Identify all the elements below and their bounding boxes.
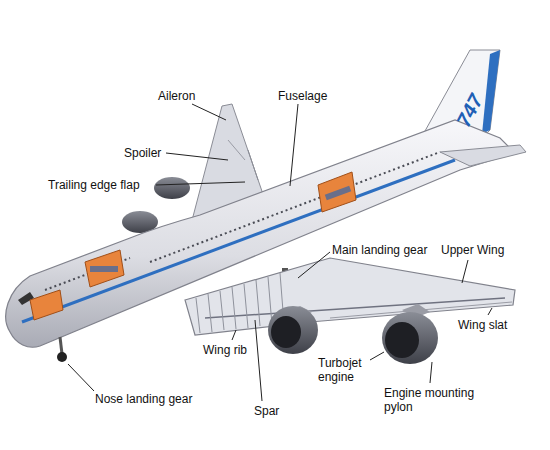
wing-rib (268, 277, 272, 325)
leader-line (370, 352, 384, 360)
cabin-cutaway (85, 250, 124, 287)
cabin-cutaway (318, 172, 356, 212)
nose-gear (60, 337, 62, 354)
leader-line (430, 362, 432, 383)
wing-spar (205, 298, 505, 318)
leader-line (192, 104, 226, 120)
part-label: Fuselage (278, 89, 327, 103)
stabilizer (440, 145, 526, 166)
part-label: Upper Wing (441, 243, 504, 257)
part-label: Engine mounting pylon (384, 386, 484, 414)
leader-lines (68, 104, 492, 401)
part-label: Wing slat (458, 318, 507, 332)
cabin-seats (325, 186, 351, 201)
nose-gear-wheel (57, 352, 67, 362)
wing-rib (232, 287, 236, 329)
cabin-seats (90, 266, 118, 272)
wing-rib (196, 298, 200, 333)
wing-rib (244, 284, 248, 328)
cabin-cutaway (30, 290, 63, 320)
turbojet-engine (268, 306, 318, 354)
leader-line (232, 330, 236, 340)
tail-stripe (482, 50, 500, 134)
leader-line (166, 153, 228, 160)
window-row (150, 152, 440, 262)
wing-rib (208, 294, 212, 332)
part-label: Main landing gear (332, 243, 427, 257)
leader-line (488, 308, 492, 315)
near-wing (185, 258, 515, 335)
turbojet-engine (382, 312, 438, 364)
leader-line (290, 104, 298, 186)
leader-line (156, 182, 245, 185)
part-label: Wing rib (203, 343, 247, 357)
leader-line (462, 260, 468, 283)
far-wing-flap-line (248, 150, 258, 180)
leader-line (298, 252, 330, 278)
engine-intake (271, 316, 301, 348)
wing-rib (220, 291, 224, 330)
part-label: Trailing edge flap (48, 178, 140, 192)
part-label: Turbojet engine (318, 356, 370, 384)
far-wing-spoiler-line (228, 140, 245, 160)
part-label: Aileron (158, 89, 195, 103)
part-label: Spoiler (124, 146, 161, 160)
part-label: Nose landing gear (95, 392, 192, 406)
wing-rib (256, 280, 260, 326)
part-label: Spar (254, 404, 279, 418)
leader-line (255, 320, 262, 401)
far-engine (154, 177, 190, 199)
leader-line (68, 364, 94, 391)
engine-intake (385, 322, 419, 358)
